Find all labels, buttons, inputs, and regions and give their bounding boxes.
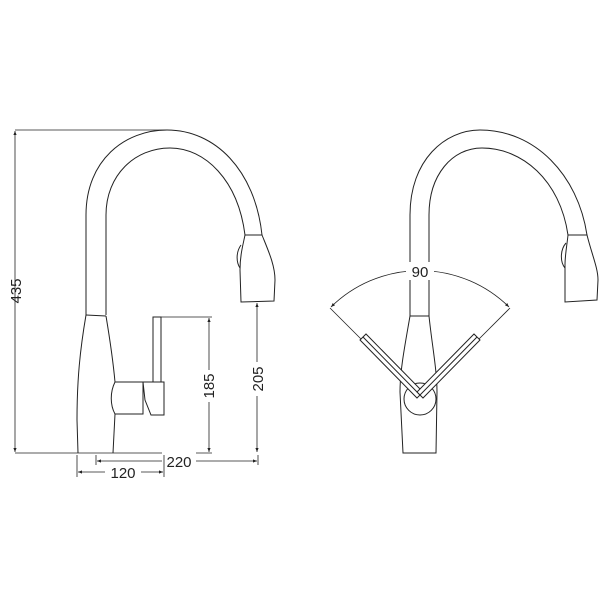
dim-185-label: 185 [201,373,218,398]
spray-button [560,242,567,269]
ext-line-left [329,307,366,344]
front-view: 90 [329,129,599,454]
ext-line-right [474,307,511,344]
handle-block [110,381,144,415]
spout-outer [85,129,263,315]
dim-120-label: 120 [110,465,135,482]
lever-right [416,333,481,399]
body [76,314,116,454]
spray-head [564,234,599,303]
lever-left [359,333,424,399]
spout-outer [409,129,588,316]
body [399,315,438,454]
spray-head [239,234,276,303]
neck-joint [85,314,107,317]
spout-inner [105,147,246,315]
dim-435-label: 435 [8,278,25,303]
dim-angle-label: 90 [412,264,429,281]
lever [152,316,162,383]
spray-button [236,244,242,269]
dim-205-label: 205 [250,366,267,391]
dim-220-label: 220 [166,454,191,471]
spout-inner [428,147,569,316]
handle-cap [142,381,165,416]
side-view: 435 185 205 220 120 [8,129,276,482]
